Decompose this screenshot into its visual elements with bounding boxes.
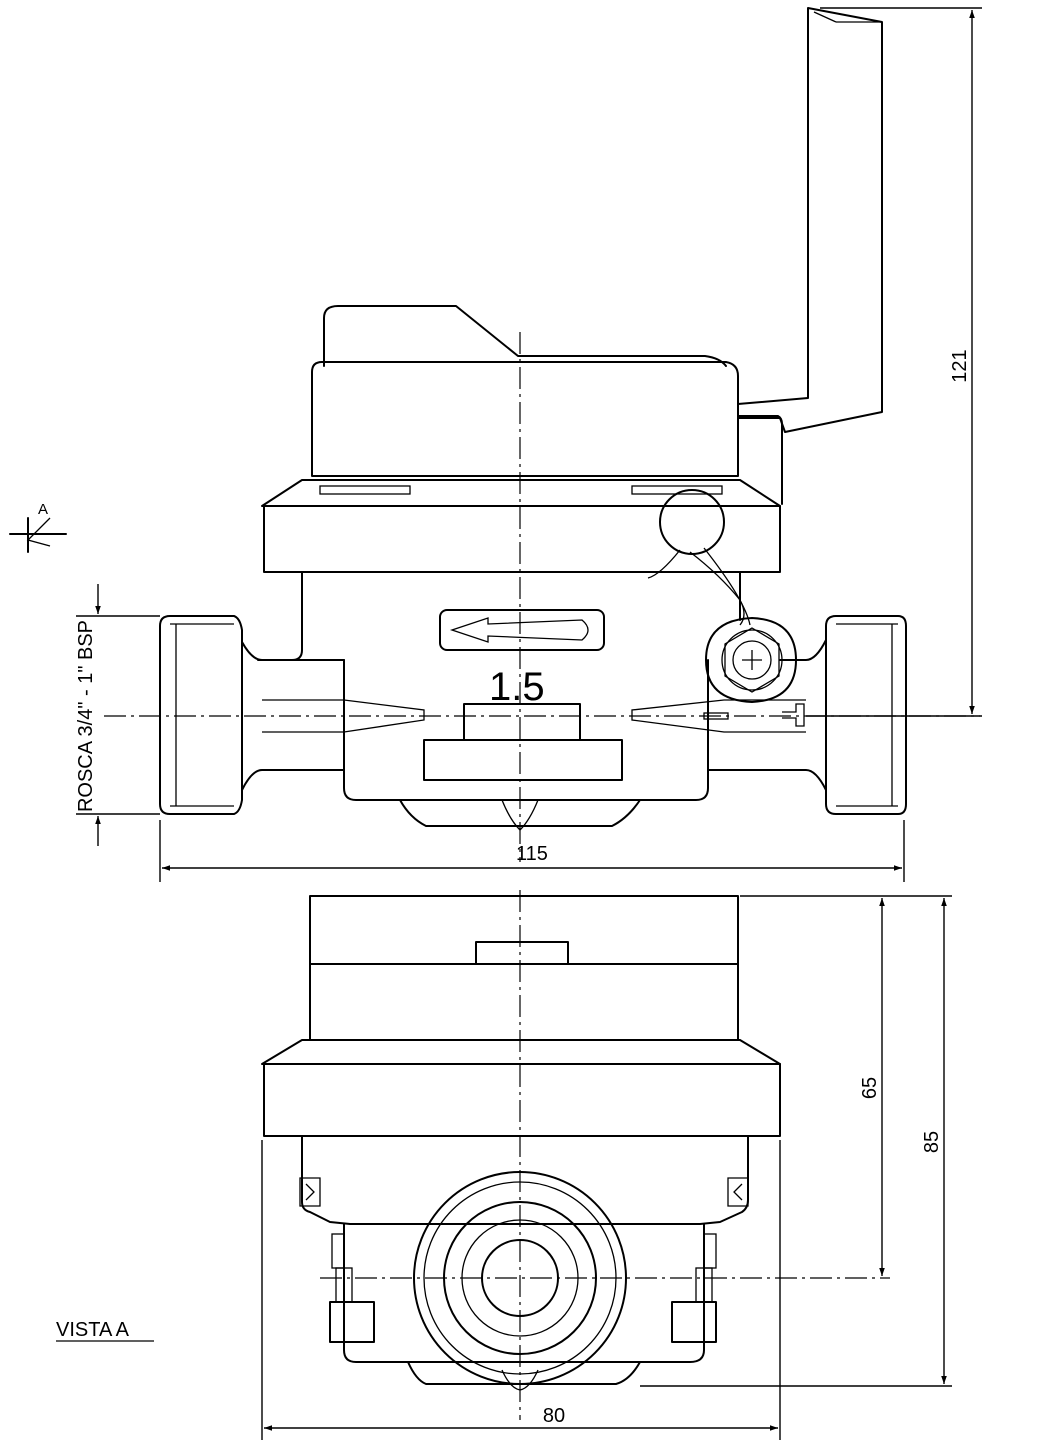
dim-65-label: 65 <box>859 1077 881 1099</box>
dial-class-label: 1.5 <box>489 665 545 709</box>
height-dimension-85: 85 <box>640 898 952 1387</box>
view-caption: VISTA A <box>56 1319 154 1342</box>
top-view-centerlines <box>104 332 980 862</box>
dim-121-label: 121 <box>949 349 971 382</box>
view-marker-label: A <box>38 501 48 518</box>
bottom-view-meter <box>261 895 781 1391</box>
dim-115-label: 115 <box>516 843 548 865</box>
height-dimension-65: 65 <box>740 895 952 1276</box>
vista-a-caption: VISTA A <box>56 1319 130 1341</box>
dim-80-label: 80 <box>543 1405 565 1427</box>
height-dimension-121: 121 <box>806 7 982 717</box>
view-arrow-icon: A <box>9 501 67 553</box>
dim-85-label: 85 <box>921 1131 943 1153</box>
thread-label: ROSCA 3/4" - 1" BSP <box>75 620 97 812</box>
width-dimension-115: 115 <box>159 820 905 882</box>
width-dimension-80: 80 <box>261 1140 781 1440</box>
bottom-view-centerlines <box>320 890 890 1420</box>
top-view-meter: 1.5 <box>159 7 907 831</box>
thread-dimension: ROSCA 3/4" - 1" BSP <box>75 584 160 846</box>
